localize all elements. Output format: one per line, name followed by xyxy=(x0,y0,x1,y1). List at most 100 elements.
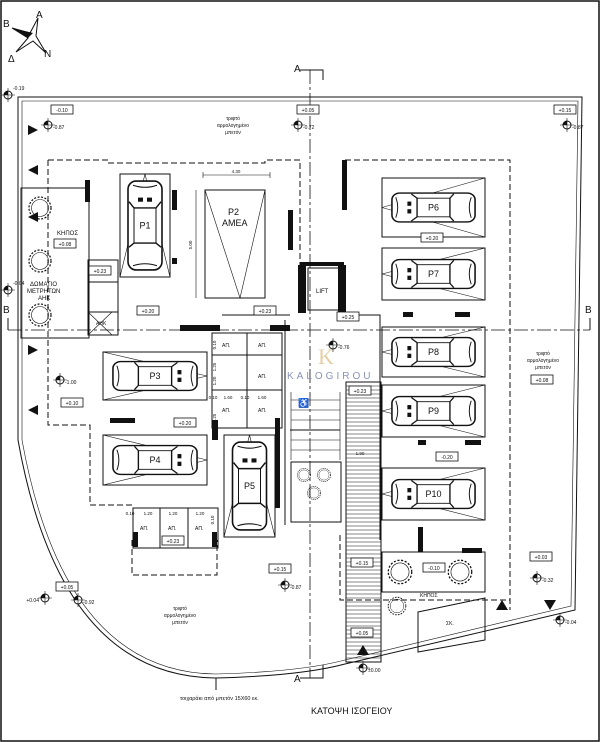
storage-label: ΑΠ. xyxy=(140,526,148,532)
level-box xyxy=(253,305,277,316)
dimension-label: 1.20 xyxy=(144,511,153,516)
sk-label: ΣΚ. xyxy=(446,621,454,627)
level-box xyxy=(435,451,459,462)
level-value: +0.23 xyxy=(94,269,107,275)
level-box xyxy=(60,397,84,408)
spot-level-marker: -0.87 xyxy=(41,118,65,132)
level-value: +0.23 xyxy=(167,539,180,545)
section-b-left-label: B xyxy=(3,305,10,316)
storage-label: ΑΠ. xyxy=(222,408,230,414)
level-box xyxy=(350,557,374,568)
south-east-garden: ΚΗΠΟΣ ΣΚ. xyxy=(28,125,556,655)
spot-level-value: -0.92 xyxy=(83,600,95,606)
level-value: +0.15 xyxy=(559,108,572,114)
lift-label: LIFT xyxy=(316,289,329,295)
dimension-label: 1.25 xyxy=(212,413,217,422)
level-value: +0.20 xyxy=(142,309,155,315)
parking-bay-p4: P4 xyxy=(102,434,208,486)
parking-label-p4: P4 xyxy=(149,455,160,465)
ahk-label: ΑΗΚ xyxy=(96,321,107,327)
spot-level-value: -0.87 xyxy=(53,125,65,131)
level-value: +0.25 xyxy=(342,315,355,321)
dimension-label: 5.00 xyxy=(188,240,193,249)
storage-label: ΑΠ. xyxy=(222,343,230,349)
paving-note: αρμολογημένο xyxy=(164,612,196,619)
spot-level-value: -0.04 xyxy=(13,281,25,287)
parking-bay-p9: P9 xyxy=(381,384,486,438)
dimension-label: 4.30 xyxy=(232,169,241,174)
spot-level-value: -0.04 xyxy=(565,620,577,626)
parking-bay-p7: P7 xyxy=(381,247,486,301)
dimension-label: 1.60 xyxy=(258,395,267,400)
level-box xyxy=(422,562,446,573)
level-box xyxy=(348,385,372,396)
storage-label: ΑΠ. xyxy=(195,526,203,532)
level-box xyxy=(161,535,185,546)
section-line-a: A A xyxy=(294,64,324,685)
spot-level-value: -0.87 xyxy=(572,125,584,131)
storage-label: ΑΠ. xyxy=(168,526,176,532)
compass-east-label: Ν xyxy=(44,49,51,60)
paving-note: μπετόν xyxy=(225,129,241,136)
parking-label-p2: P2 xyxy=(228,207,239,217)
parking-label-p5: P5 xyxy=(244,481,255,491)
spot-level-value: -1.00 xyxy=(65,380,77,386)
spot-level-marker: -0.19 xyxy=(1,86,25,102)
paving-notes: τριφτόαρμολογημένομπετόντριφτόαρμολογημέ… xyxy=(164,115,559,626)
dimension-label: 0.10 xyxy=(209,395,218,400)
spot-level-marker: -0.92 xyxy=(71,593,95,607)
spot-level-value: ±0.00 xyxy=(368,668,381,674)
compass-south-label: Δ xyxy=(8,54,15,65)
spot-level-value: +0.04 xyxy=(26,598,39,604)
lift-and-stairs: LIFT ♿ xyxy=(290,267,382,663)
parking-label-p3: P3 xyxy=(149,371,160,381)
level-value: +0.08 xyxy=(59,242,72,248)
storage-label: ΑΠ. xyxy=(258,408,266,414)
parking-bay-p5: P5 xyxy=(223,434,276,538)
level-value: +0.23 xyxy=(354,389,367,395)
dimension-label: 0.10 xyxy=(241,395,250,400)
compass-north-label: Α xyxy=(36,10,43,21)
drawing-title: ΚΑΤΟΨΗ ΙΣΟΓΕΙΟΥ xyxy=(311,706,392,716)
spot-level-marker: +0.04 xyxy=(26,591,52,605)
level-value: +0.05 xyxy=(356,631,369,637)
storage-label: ΑΠ. xyxy=(258,374,266,380)
paving-note: τριφτό xyxy=(226,115,240,122)
level-box xyxy=(268,563,292,574)
spot-level-value: -0.72 xyxy=(303,125,315,131)
dimension-label: 0.10 xyxy=(212,340,217,349)
compass-west-label: Β xyxy=(3,19,10,30)
section-a-bottom-label: A xyxy=(294,674,301,685)
watermark-text: KALOGIROU xyxy=(287,371,373,382)
dimension-label: 1.90 xyxy=(356,451,365,456)
wall-note: τοιχαράκι από μπετόν 15Χ60 εκ. xyxy=(180,695,259,702)
level-value: +0.23 xyxy=(259,309,272,315)
parking-label-p9: P9 xyxy=(428,406,439,416)
level-value: +0.15 xyxy=(356,561,369,567)
level-box xyxy=(350,627,374,638)
paving-note: τριφτό xyxy=(173,605,187,612)
dimension-label: 1.20 xyxy=(169,511,178,516)
section-b-right-label: B xyxy=(585,305,592,316)
level-box xyxy=(88,265,112,276)
watermark-logo: K xyxy=(318,344,334,369)
level-box xyxy=(296,104,320,115)
parking-bay-p6: P6 xyxy=(381,177,486,238)
paving-note: μπετόν xyxy=(535,364,551,371)
parking-label-p7: P7 xyxy=(428,269,439,279)
level-box xyxy=(420,232,444,243)
spot-level-marker: -0.32 xyxy=(530,571,554,585)
dimension-label: 1.20 xyxy=(196,511,205,516)
level-value: +0.20 xyxy=(179,421,192,427)
paving-note: αρμολογημένο xyxy=(527,357,559,364)
se-garden-label: ΚΗΠΟΣ xyxy=(420,593,438,599)
level-box xyxy=(553,104,577,115)
storage-label: ΑΠ. xyxy=(258,343,266,349)
north-arrow-compass: Α Β Ν Δ xyxy=(3,10,51,65)
parking-label-p6: P6 xyxy=(428,203,439,213)
spot-level-value: -0.19 xyxy=(13,86,25,92)
